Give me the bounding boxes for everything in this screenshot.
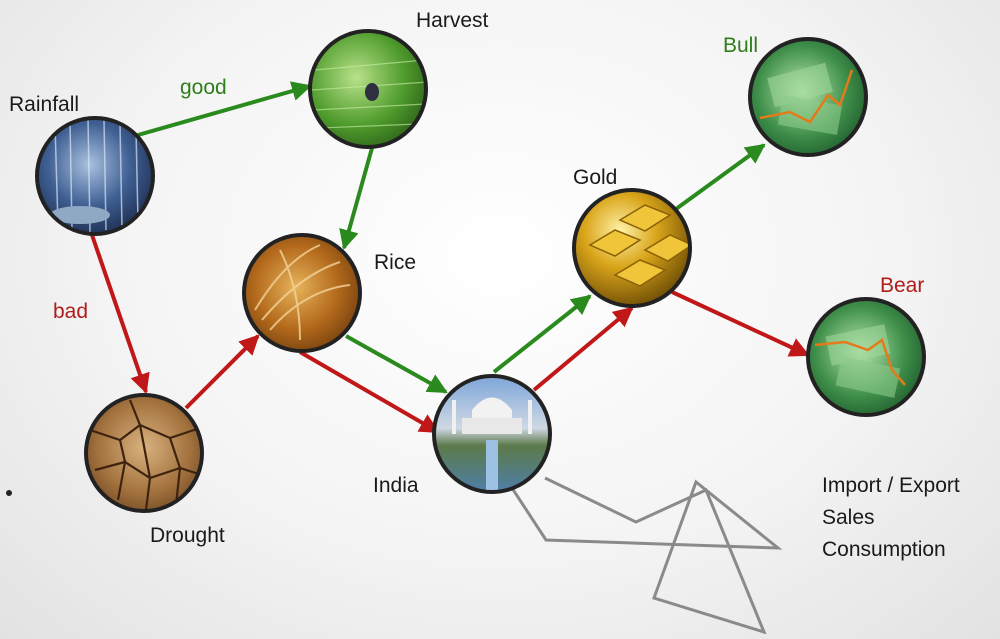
node-gold bbox=[572, 188, 692, 308]
label-bull: Bull bbox=[723, 34, 758, 57]
factor-connector-lines bbox=[510, 476, 783, 635]
arrow-drought-to-rice bbox=[184, 334, 260, 410]
arrow-harvest-to-rice bbox=[339, 147, 374, 250]
taj-mahal-photo-icon bbox=[434, 376, 550, 492]
gold-bars-photo-icon bbox=[574, 190, 690, 306]
node-drought bbox=[84, 393, 204, 513]
rice-grain-photo-icon bbox=[244, 235, 360, 351]
cracked-earth-photo-icon bbox=[86, 395, 202, 511]
label-harvest: Harvest bbox=[416, 9, 489, 32]
label-bear: Bear bbox=[880, 274, 924, 297]
label-rainfall: Rainfall bbox=[9, 93, 79, 116]
factor-import-export: Import / Export bbox=[822, 474, 960, 497]
arrow-rainfall-to-drought bbox=[90, 234, 150, 394]
arrow-rice-to-india-good bbox=[345, 334, 448, 394]
rice-field-photo-icon bbox=[310, 31, 426, 147]
node-rice bbox=[242, 233, 362, 353]
label-rice: Rice bbox=[374, 251, 416, 274]
arrow-india-to-gold-good bbox=[492, 294, 592, 374]
rain-photo-icon bbox=[37, 118, 153, 234]
factor-sales: Sales bbox=[822, 506, 875, 529]
money-chart-down-photo-icon bbox=[808, 299, 924, 415]
node-bull bbox=[748, 37, 868, 157]
node-harvest bbox=[308, 29, 428, 149]
bullet-dot bbox=[6, 490, 12, 496]
edge-label-good: good bbox=[180, 76, 227, 99]
arrow-india-to-gold-bad bbox=[532, 306, 634, 392]
label-drought: Drought bbox=[150, 524, 225, 547]
node-bear bbox=[806, 297, 926, 417]
label-india: India bbox=[373, 474, 419, 497]
edge-label-bad: bad bbox=[53, 300, 88, 323]
arrow-gold-to-bear bbox=[671, 290, 810, 357]
arrow-gold-to-bull bbox=[674, 143, 766, 211]
node-india bbox=[432, 374, 552, 494]
label-gold: Gold bbox=[573, 166, 617, 189]
arrow-rainfall-to-harvest bbox=[137, 81, 312, 137]
factor-consumption: Consumption bbox=[822, 538, 946, 561]
money-chart-up-photo-icon bbox=[750, 39, 866, 155]
arrow-rice-to-india-bad bbox=[298, 350, 440, 434]
node-rainfall bbox=[35, 116, 155, 236]
